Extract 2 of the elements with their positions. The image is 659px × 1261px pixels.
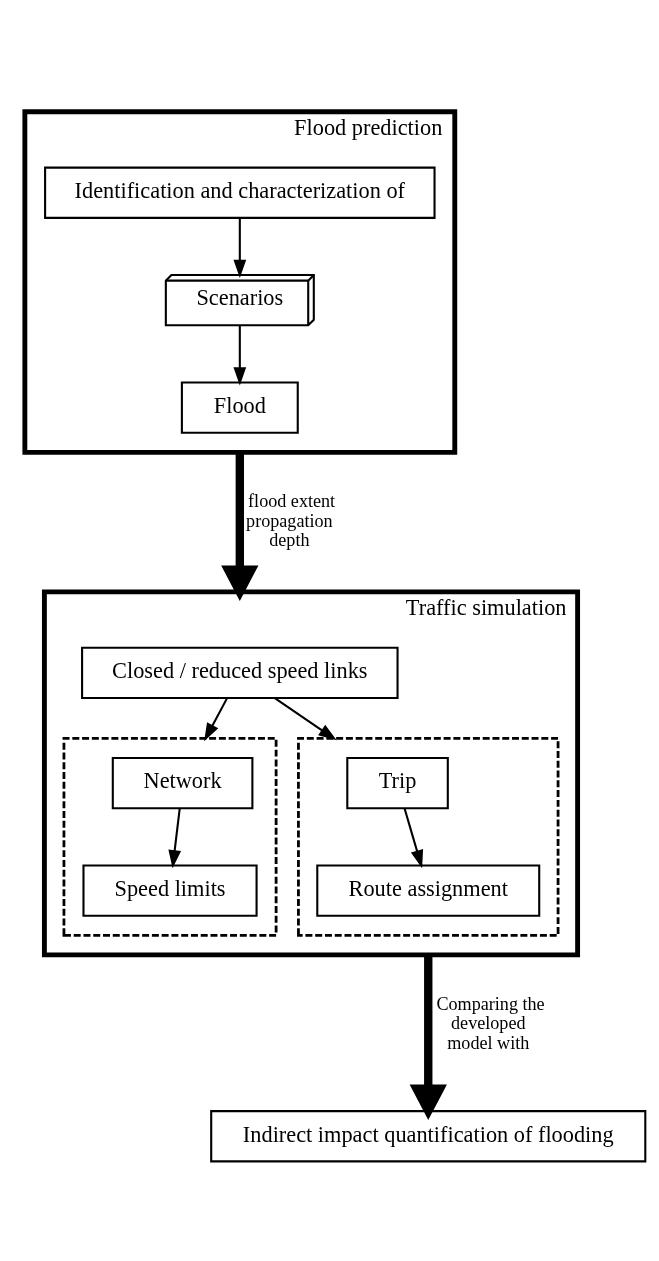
edge-label: Comparing the developed model with: [436, 993, 545, 1053]
edge-label: flood extent propagation depth: [246, 490, 336, 550]
